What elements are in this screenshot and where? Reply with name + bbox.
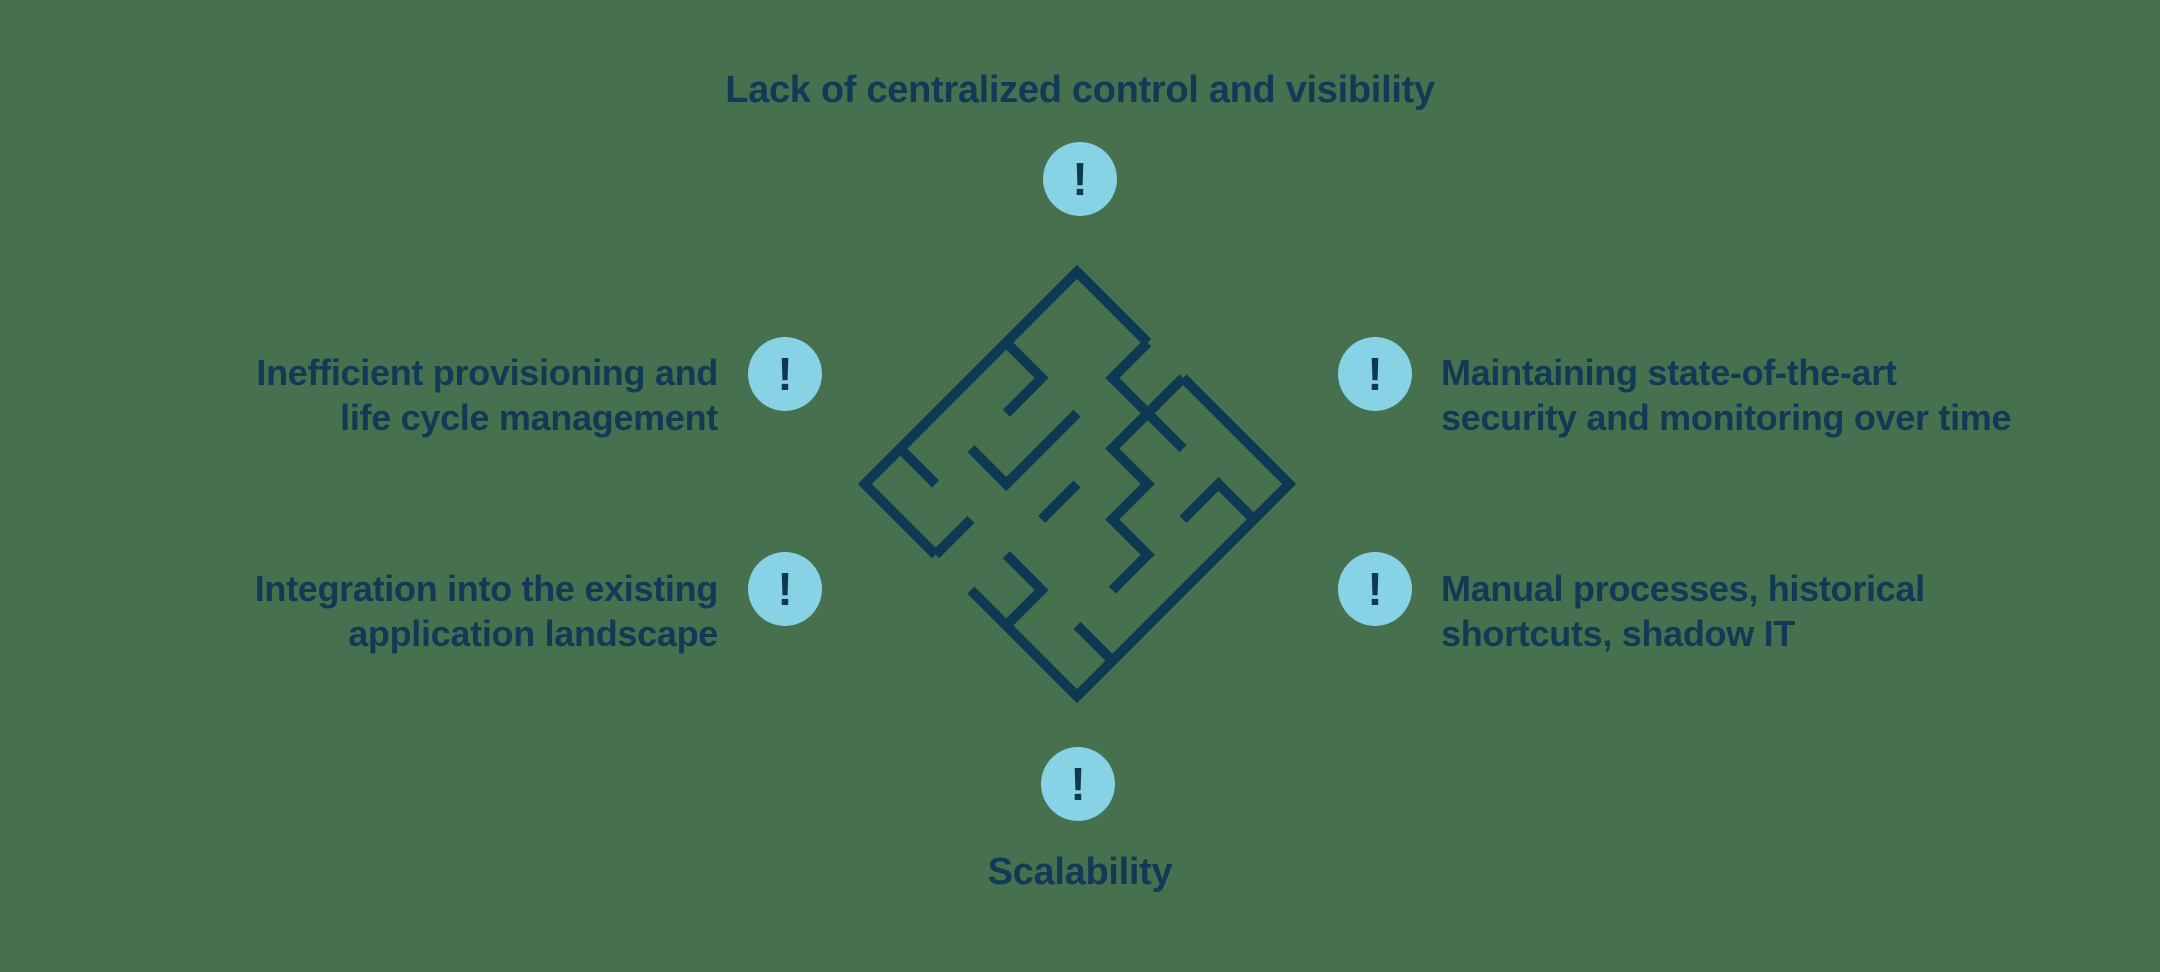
exclamation-badge-right-lower: ! [1338, 552, 1412, 626]
exclamation-badge-left-upper: ! [748, 337, 822, 411]
label-bottom-scalability: Scalability [987, 851, 1173, 893]
exclamation-badge-right-upper: ! [1338, 337, 1412, 411]
label-right-lower-manual-processes: Manual processes, historical shortcuts, … [1441, 568, 1925, 654]
exclamation-icon: ! [1367, 348, 1383, 400]
exclamation-badge-bottom: ! [1041, 747, 1115, 821]
exclamation-icon: ! [777, 348, 793, 400]
exclamation-icon: ! [777, 563, 793, 615]
label-top-lack-of-centralized-control: Lack of centralized control and visibili… [725, 69, 1435, 111]
exclamation-badge-left-lower: ! [748, 552, 822, 626]
label-left-upper-inefficient-provisioning: Inefficient provisioning and life cycle … [256, 352, 718, 438]
label-left-lower-integration-existing-landscape: Integration into the existing applicatio… [254, 568, 719, 654]
exclamation-badge-top: ! [1043, 142, 1117, 216]
exclamation-icon: ! [1070, 758, 1086, 810]
exclamation-icon: ! [1367, 563, 1383, 615]
label-right-upper-maintaining-security: Maintaining state-of-the-art security an… [1441, 352, 2012, 438]
exclamation-icon: ! [1072, 153, 1088, 205]
maze-icon [857, 264, 1297, 704]
